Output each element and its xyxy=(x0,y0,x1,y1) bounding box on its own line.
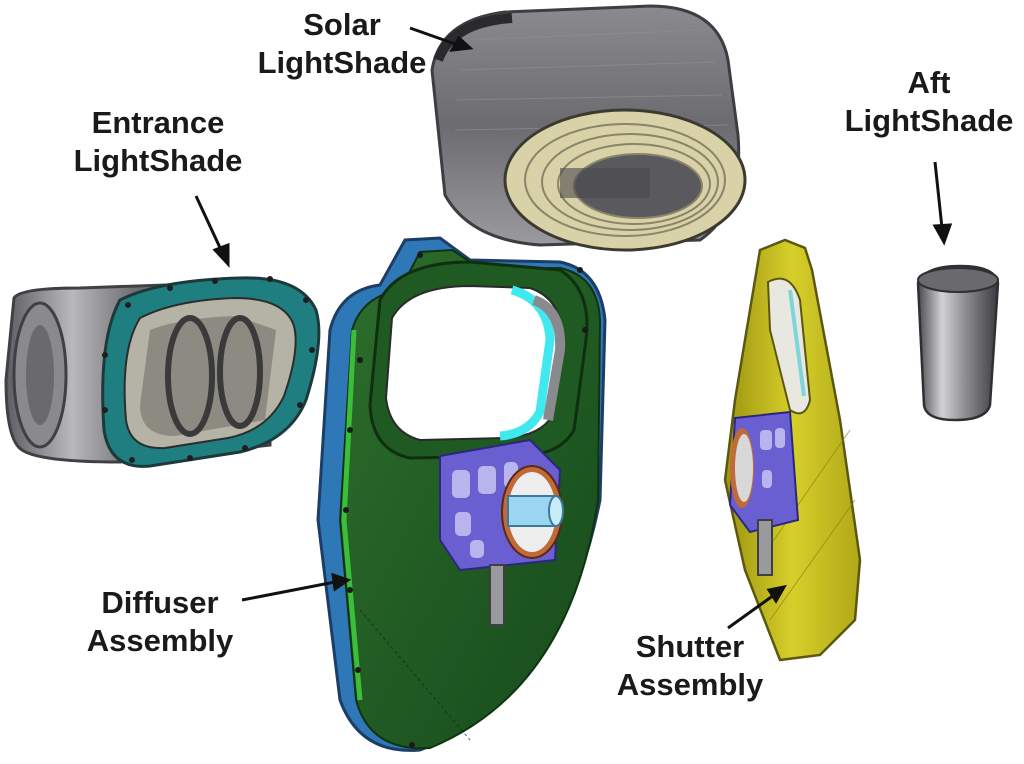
diffuser-arrow xyxy=(241,580,336,602)
diffuser-assembly xyxy=(316,236,607,752)
entrance-label-line2: LightShade xyxy=(73,143,243,178)
entrance-label-line1: Entrance xyxy=(91,105,225,140)
solar-arrow xyxy=(409,26,459,47)
entrance-lightshade xyxy=(4,276,321,468)
solar-lightshade-rim xyxy=(433,13,513,62)
shutter-label-line1: Shutter xyxy=(635,629,745,664)
diffuser-mechanism xyxy=(439,438,564,626)
entrance-arrow xyxy=(194,195,224,253)
shutter-label-line2: Assembly xyxy=(616,667,764,702)
aft-arrow xyxy=(933,161,944,229)
aft-lightshade-label: Aft LightShade xyxy=(836,64,1022,140)
shutter-arrow xyxy=(727,593,775,630)
aft-lightshade xyxy=(916,264,1000,422)
shutter-assembly-label: Shutter Assembly xyxy=(602,628,778,704)
aft-label-line2: LightShade xyxy=(844,103,1014,138)
solar-lightshade-label: Solar LightShade xyxy=(252,6,432,82)
diffuser-aperture-glow xyxy=(499,285,555,441)
solar-label-line2: LightShade xyxy=(257,45,427,80)
solar-label-line1: Solar xyxy=(303,7,381,42)
entrance-lightshade-label: Entrance LightShade xyxy=(58,104,258,180)
shutter-mechanism xyxy=(728,410,800,576)
diffuser-label-line2: Assembly xyxy=(86,623,234,658)
leader-arrows xyxy=(194,26,953,630)
aft-label-line1: Aft xyxy=(907,65,951,100)
aft-lightshade-body xyxy=(916,264,1000,422)
shutter-assembly xyxy=(723,238,862,662)
diffuser-assembly-label: Diffuser Assembly xyxy=(72,584,248,660)
diffuser-label-line1: Diffuser xyxy=(101,585,219,620)
solar-lightshade xyxy=(430,4,747,252)
